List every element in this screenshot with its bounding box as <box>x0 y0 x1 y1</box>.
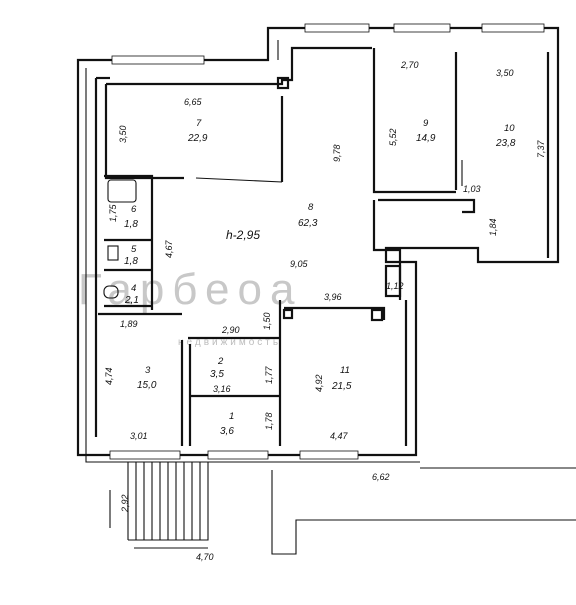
dimension-label: 9,78 <box>332 144 342 162</box>
rooms-9-10: 9 14,9 10 23,8 <box>372 48 550 258</box>
room-area: 62,3 <box>298 218 318 229</box>
dimension-label: 5,52 <box>388 128 398 146</box>
dimension-labels: 6,65 3,50 9,78 2,70 3,50 5,52 7,37 1,03 … <box>104 60 546 562</box>
room-number: 3 <box>145 365 151 376</box>
room-area: 15,0 <box>137 380 157 391</box>
bathrooms: 6 1,8 5 1,8 4 2,1 <box>103 174 154 310</box>
room-area: 23,8 <box>495 138 516 149</box>
dimension-label: 3,01 <box>130 431 148 441</box>
room-area: 1,8 <box>124 219 138 230</box>
dimension-label: 3,96 <box>324 292 342 302</box>
room-number: 6 <box>131 204 137 215</box>
dimension-label: 1,03 <box>463 184 481 194</box>
rooms-1-2: 2 3,5 1 3,6 <box>188 300 282 446</box>
room-number: 10 <box>504 123 515 134</box>
dimension-label: 4,74 <box>104 367 114 385</box>
room-number: 9 <box>423 118 429 129</box>
dimension-label: 7,37 <box>536 139 546 158</box>
room-area: 14,9 <box>416 133 436 144</box>
room-area: 3,5 <box>210 369 224 380</box>
room-area: 1,8 <box>124 256 138 267</box>
dimension-label: 4,67 <box>164 239 174 258</box>
dimension-label: 1,84 <box>488 218 498 236</box>
dimension-label: 2,70 <box>400 60 419 70</box>
room-number: 7 <box>196 118 202 129</box>
watermark-subtitle: недвижимость <box>178 337 281 348</box>
room-number: 4 <box>131 283 136 294</box>
dimension-label: 1,50 <box>262 312 272 330</box>
dimension-label: 2,92 <box>120 494 130 513</box>
room-area: 3,6 <box>220 426 234 437</box>
ceiling-height: h-2,95 <box>226 228 260 242</box>
room-number: 5 <box>131 244 137 255</box>
dimension-label: 9,05 <box>290 259 309 269</box>
entrance-stairs <box>109 462 576 555</box>
room-number: 11 <box>340 365 350 376</box>
dimension-label: 4,70 <box>196 552 214 562</box>
windows <box>109 23 545 460</box>
dimension-label: 1,12 <box>386 281 404 291</box>
dimension-label: 3,50 <box>118 125 128 143</box>
room-3: 3 15,0 <box>98 312 184 446</box>
room-area: 21,5 <box>331 381 352 392</box>
dimension-label: 3,16 <box>213 384 231 394</box>
room-number: 1 <box>229 411 234 422</box>
room-area: 22,9 <box>187 133 208 144</box>
dimension-label: 2,90 <box>221 325 240 335</box>
dimension-label: 6,62 <box>372 472 390 482</box>
dimension-label: 3,50 <box>496 68 514 78</box>
room-number: 2 <box>217 356 224 367</box>
dimension-label: 1,78 <box>264 412 274 430</box>
dimension-label: 1,89 <box>120 319 138 329</box>
dimension-label: 1,75 <box>108 203 118 222</box>
dimension-label: 4,92 <box>314 374 324 392</box>
dimension-label: 6,65 <box>184 97 203 107</box>
room-11: 11 21,5 <box>282 300 408 446</box>
room-number: 8 <box>308 202 314 213</box>
room-7: 7 22,9 <box>104 46 372 183</box>
dimension-label: 4,47 <box>330 431 349 441</box>
outer-walls <box>76 26 576 469</box>
room-area: 2,1 <box>124 295 139 306</box>
dimension-label: 1,77 <box>264 365 274 384</box>
room-8: 8 62,3 h-2,95 <box>226 200 402 300</box>
